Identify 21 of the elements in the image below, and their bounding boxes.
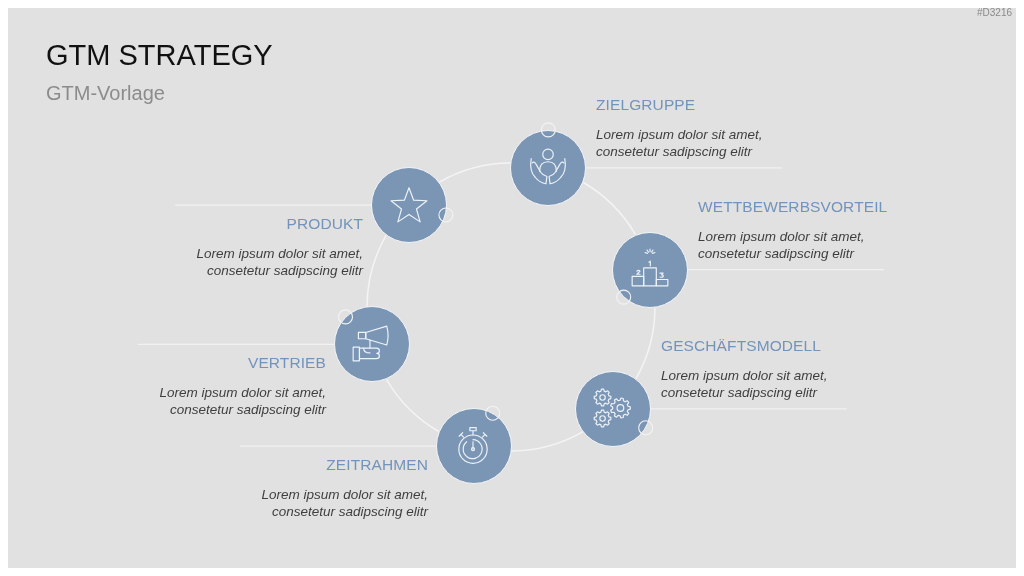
node-heading: VERTRIEB [247, 353, 326, 373]
node-description: Lorem ipsum dolor sit amet, consetetur sadipscing elitr [661, 366, 829, 401]
connector-arc [635, 306, 656, 380]
connector-arc [582, 181, 637, 236]
node-heading: PRODUKT [286, 214, 363, 234]
slide-title: GTM STRATEGY [46, 38, 273, 73]
node-heading: ZEITRAHMEN [326, 455, 428, 475]
reference-code: #D3216 [976, 6, 1012, 19]
node-description: Lorem ipsum dolor sit amet, consetetur sadipscing elitr [596, 125, 764, 160]
connector-arc [366, 234, 387, 308]
node-description: Lorem ipsum dolor sit amet, consetetur sadipscing elitr [698, 227, 866, 262]
node-description: Lorem ipsum dolor sit amet, consetetur sadipscing elitr [260, 485, 428, 520]
node-description: Lorem ipsum dolor sit amet, consetetur sadipscing elitr [195, 244, 363, 279]
slide-subtitle: GTM-Vorlage [46, 81, 165, 105]
connector-arc [385, 378, 440, 433]
node-heading: WETTBEWERBSVORTEIL [698, 197, 888, 217]
node-heading: ZIELGRUPPE [596, 95, 696, 115]
connector-arc [510, 431, 584, 452]
node-description: Lorem ipsum dolor sit amet, consetetur sadipscing elitr [158, 383, 326, 418]
node-heading: GESCHÄFTSMODELL [661, 336, 821, 356]
connector-arc [438, 162, 512, 183]
